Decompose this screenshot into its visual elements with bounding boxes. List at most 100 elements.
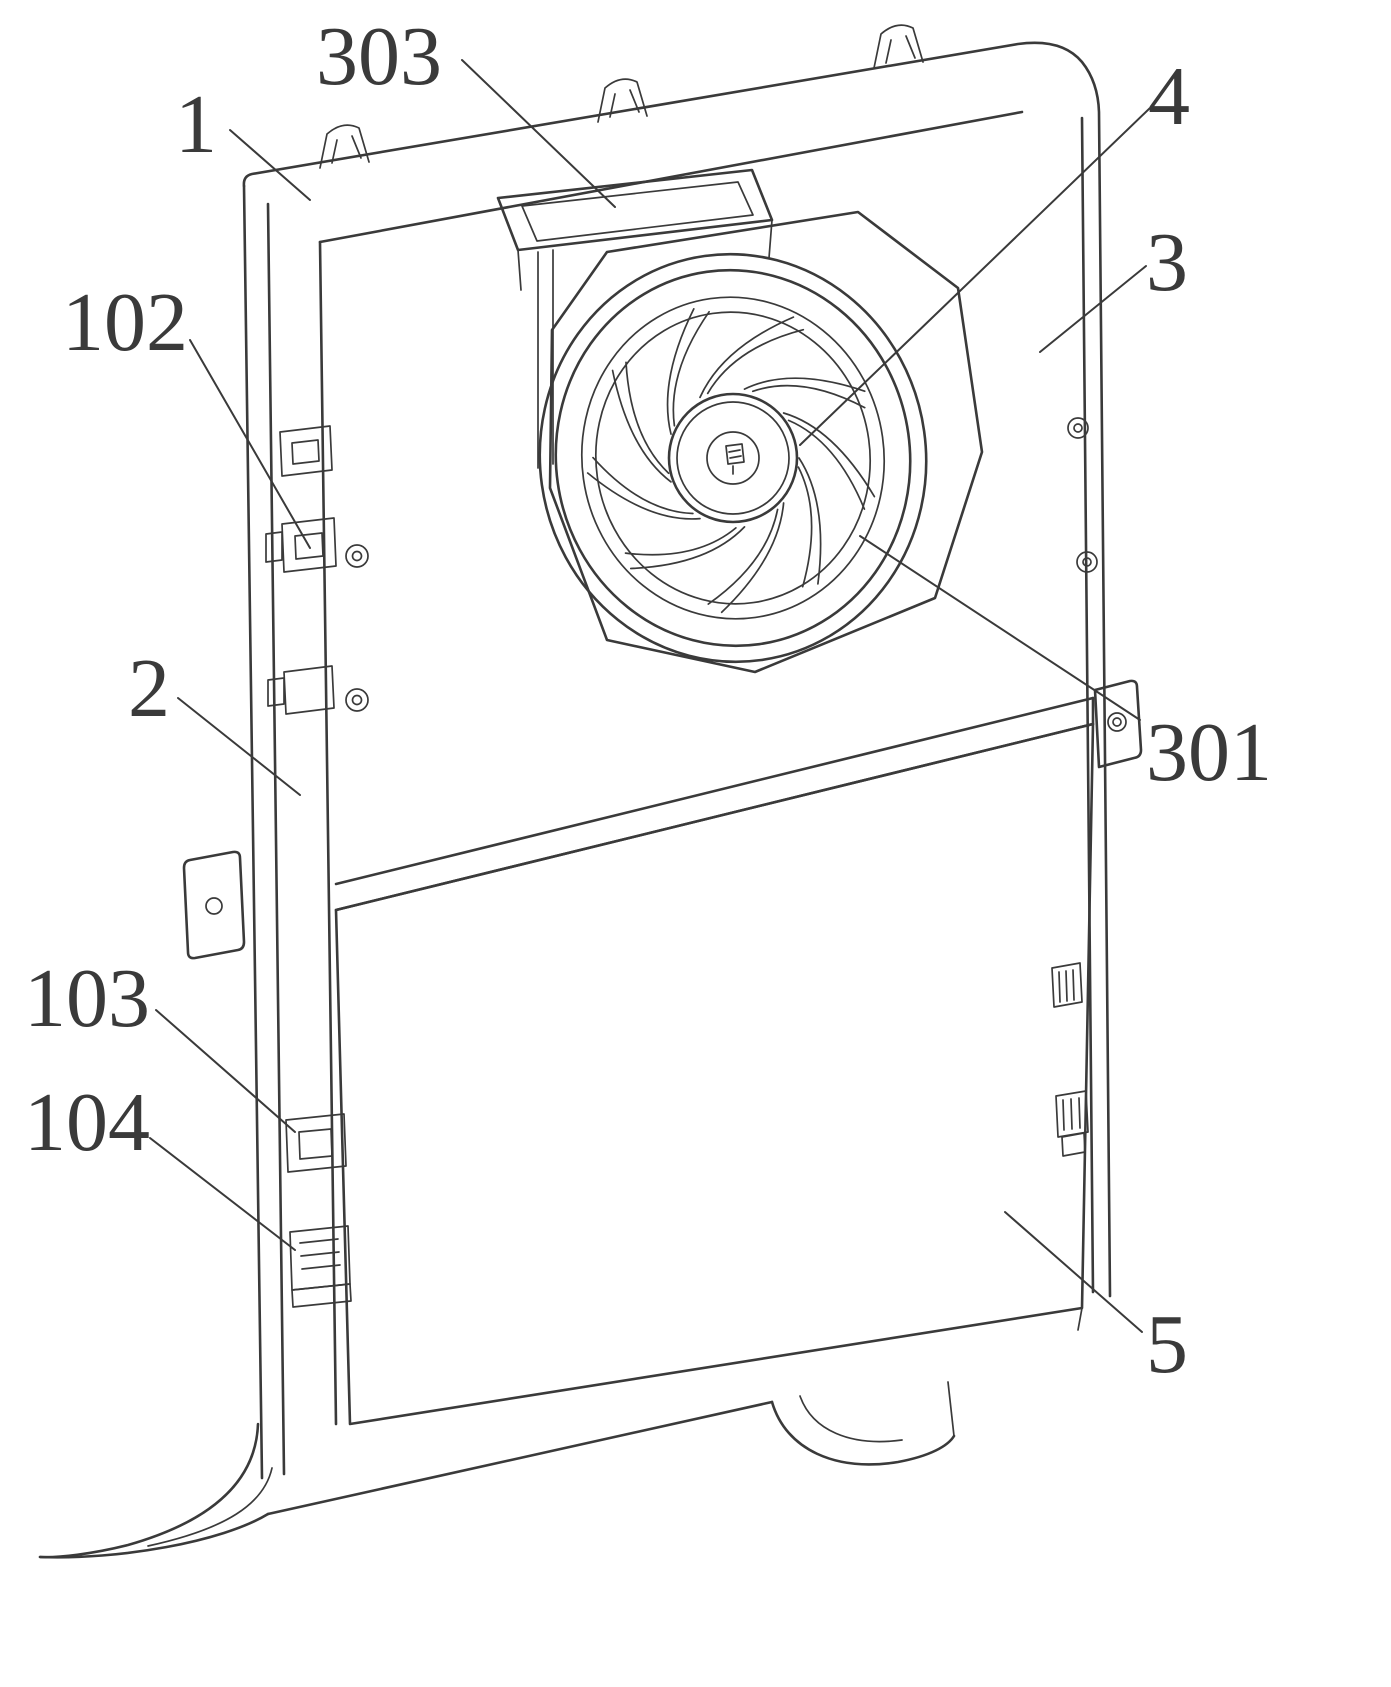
lower-panel-corner-line [1077, 1307, 1083, 1331]
mid-band-upper-line [334, 696, 1095, 886]
fan-assembly [538, 252, 928, 664]
left-foot-base [38, 1512, 270, 1559]
label-3: 3 [1146, 216, 1188, 309]
left-clip-mid [283, 665, 335, 715]
clip-104 [289, 1225, 351, 1291]
mounting-tab-left-outline [182, 850, 246, 960]
clip-103 [285, 1113, 347, 1173]
label-103: 103 [24, 952, 150, 1045]
left-clip-mid-nub [267, 677, 285, 707]
top-clip-middle [597, 78, 648, 123]
screw-boss-left-upper-hole [351, 550, 363, 562]
fan-blades [586, 308, 876, 614]
fan-blade [782, 412, 876, 498]
top-clip-middle-detail [609, 89, 640, 118]
fan-hub [667, 392, 799, 524]
mounting-flange-right-hole [1107, 712, 1127, 732]
clip-104-lip [291, 1283, 352, 1308]
right-panel-clips [1051, 962, 1089, 1157]
leader-103 [155, 1009, 296, 1133]
leader-lines [149, 59, 1151, 1333]
center-foot-inner [799, 1395, 903, 1443]
fan-hub-center-ring [706, 431, 760, 485]
fan-blade-edge [751, 384, 866, 409]
fan-blade-edge [625, 361, 670, 475]
fan-blade [611, 369, 672, 483]
fan-blade [743, 377, 866, 393]
drawing [38, 24, 1143, 1559]
base-bottom-edge [266, 1400, 774, 1516]
right-clip-lower-tab [1061, 1132, 1086, 1157]
top-clip-right-detail [885, 35, 916, 64]
right-clip-lower-hatch [1062, 1097, 1081, 1131]
top-mounting-clips [319, 24, 924, 169]
frame-top-outer-edge [242, 41, 1112, 1298]
mounting-tab-left [182, 850, 246, 960]
screw-boss-right-lower-hole [1082, 557, 1092, 567]
fan-blade [629, 526, 746, 570]
fan-blade-edge [592, 456, 694, 515]
fan-blade [586, 472, 701, 520]
fan-blade [666, 308, 695, 435]
top-clip-left [319, 124, 370, 169]
fan-blade-edge [706, 328, 805, 395]
fan-motor-spindle [725, 443, 745, 475]
left-clip-upper [279, 425, 333, 477]
screw-boss-right-upper-hole [1073, 423, 1083, 433]
lower-panel [334, 722, 1095, 1426]
fan-blade-edge [707, 508, 779, 605]
screw-boss-right-lower [1076, 551, 1098, 573]
left-clip-upper-inner [291, 439, 320, 465]
label-5: 5 [1146, 1298, 1188, 1391]
fan-shroud-ring-3 [580, 296, 886, 620]
lower-panel-outline [334, 722, 1095, 1426]
fan-recess-octagon [548, 210, 984, 674]
fan-blade [720, 502, 785, 614]
screw-boss-right-upper [1067, 417, 1089, 439]
clip-102-inner [294, 532, 324, 560]
center-foot-outer [770, 1400, 956, 1466]
clip-102-nub [265, 531, 283, 563]
label-301: 301 [1146, 706, 1272, 799]
right-clip-lower [1055, 1090, 1089, 1138]
fan-shroud-outer-ring [538, 252, 928, 664]
leader-104 [149, 1137, 296, 1251]
fan-blade-outer-ring [594, 311, 872, 605]
leader-4 [799, 107, 1151, 446]
callout-labels: 1 303 4 3 102 2 301 103 104 5 [24, 10, 1272, 1391]
left-foot-inner [147, 1467, 273, 1547]
screw-boss-left-upper [345, 544, 369, 568]
fan-hub-outer [667, 392, 799, 524]
right-clip-upper [1051, 962, 1083, 1008]
label-303: 303 [316, 10, 442, 103]
left-foot-outer [38, 1422, 260, 1559]
label-102: 102 [62, 276, 188, 369]
fan-blade [798, 457, 822, 585]
leader-5 [1004, 1211, 1143, 1333]
clip-104-hatch [299, 1238, 341, 1270]
leader-1 [229, 129, 311, 201]
leader-2 [177, 697, 301, 796]
label-104: 104 [24, 1076, 150, 1169]
fan-blade-edge [624, 527, 737, 556]
mounting-flange-right [1093, 679, 1143, 769]
duct-left-edges [537, 249, 554, 469]
fan-blade [699, 316, 795, 399]
clip-103-inner [298, 1128, 333, 1160]
clip-102 [281, 517, 337, 573]
fan-recess [537, 210, 984, 674]
frame-left-rail-outer [242, 184, 264, 1480]
top-clip-right [873, 24, 924, 69]
screw-boss-left-lower [345, 688, 369, 712]
screw-boss-left-lower-hole [351, 694, 363, 706]
fan-shroud-ring-2 [554, 268, 912, 648]
leader-301 [859, 535, 1141, 721]
label-1: 1 [175, 78, 217, 171]
frame-right-inner-edge [1080, 116, 1095, 1294]
label-2: 2 [128, 642, 170, 735]
fan-hub-inner [676, 401, 790, 515]
label-4: 4 [1148, 50, 1190, 143]
side-clips-left [265, 425, 352, 1308]
